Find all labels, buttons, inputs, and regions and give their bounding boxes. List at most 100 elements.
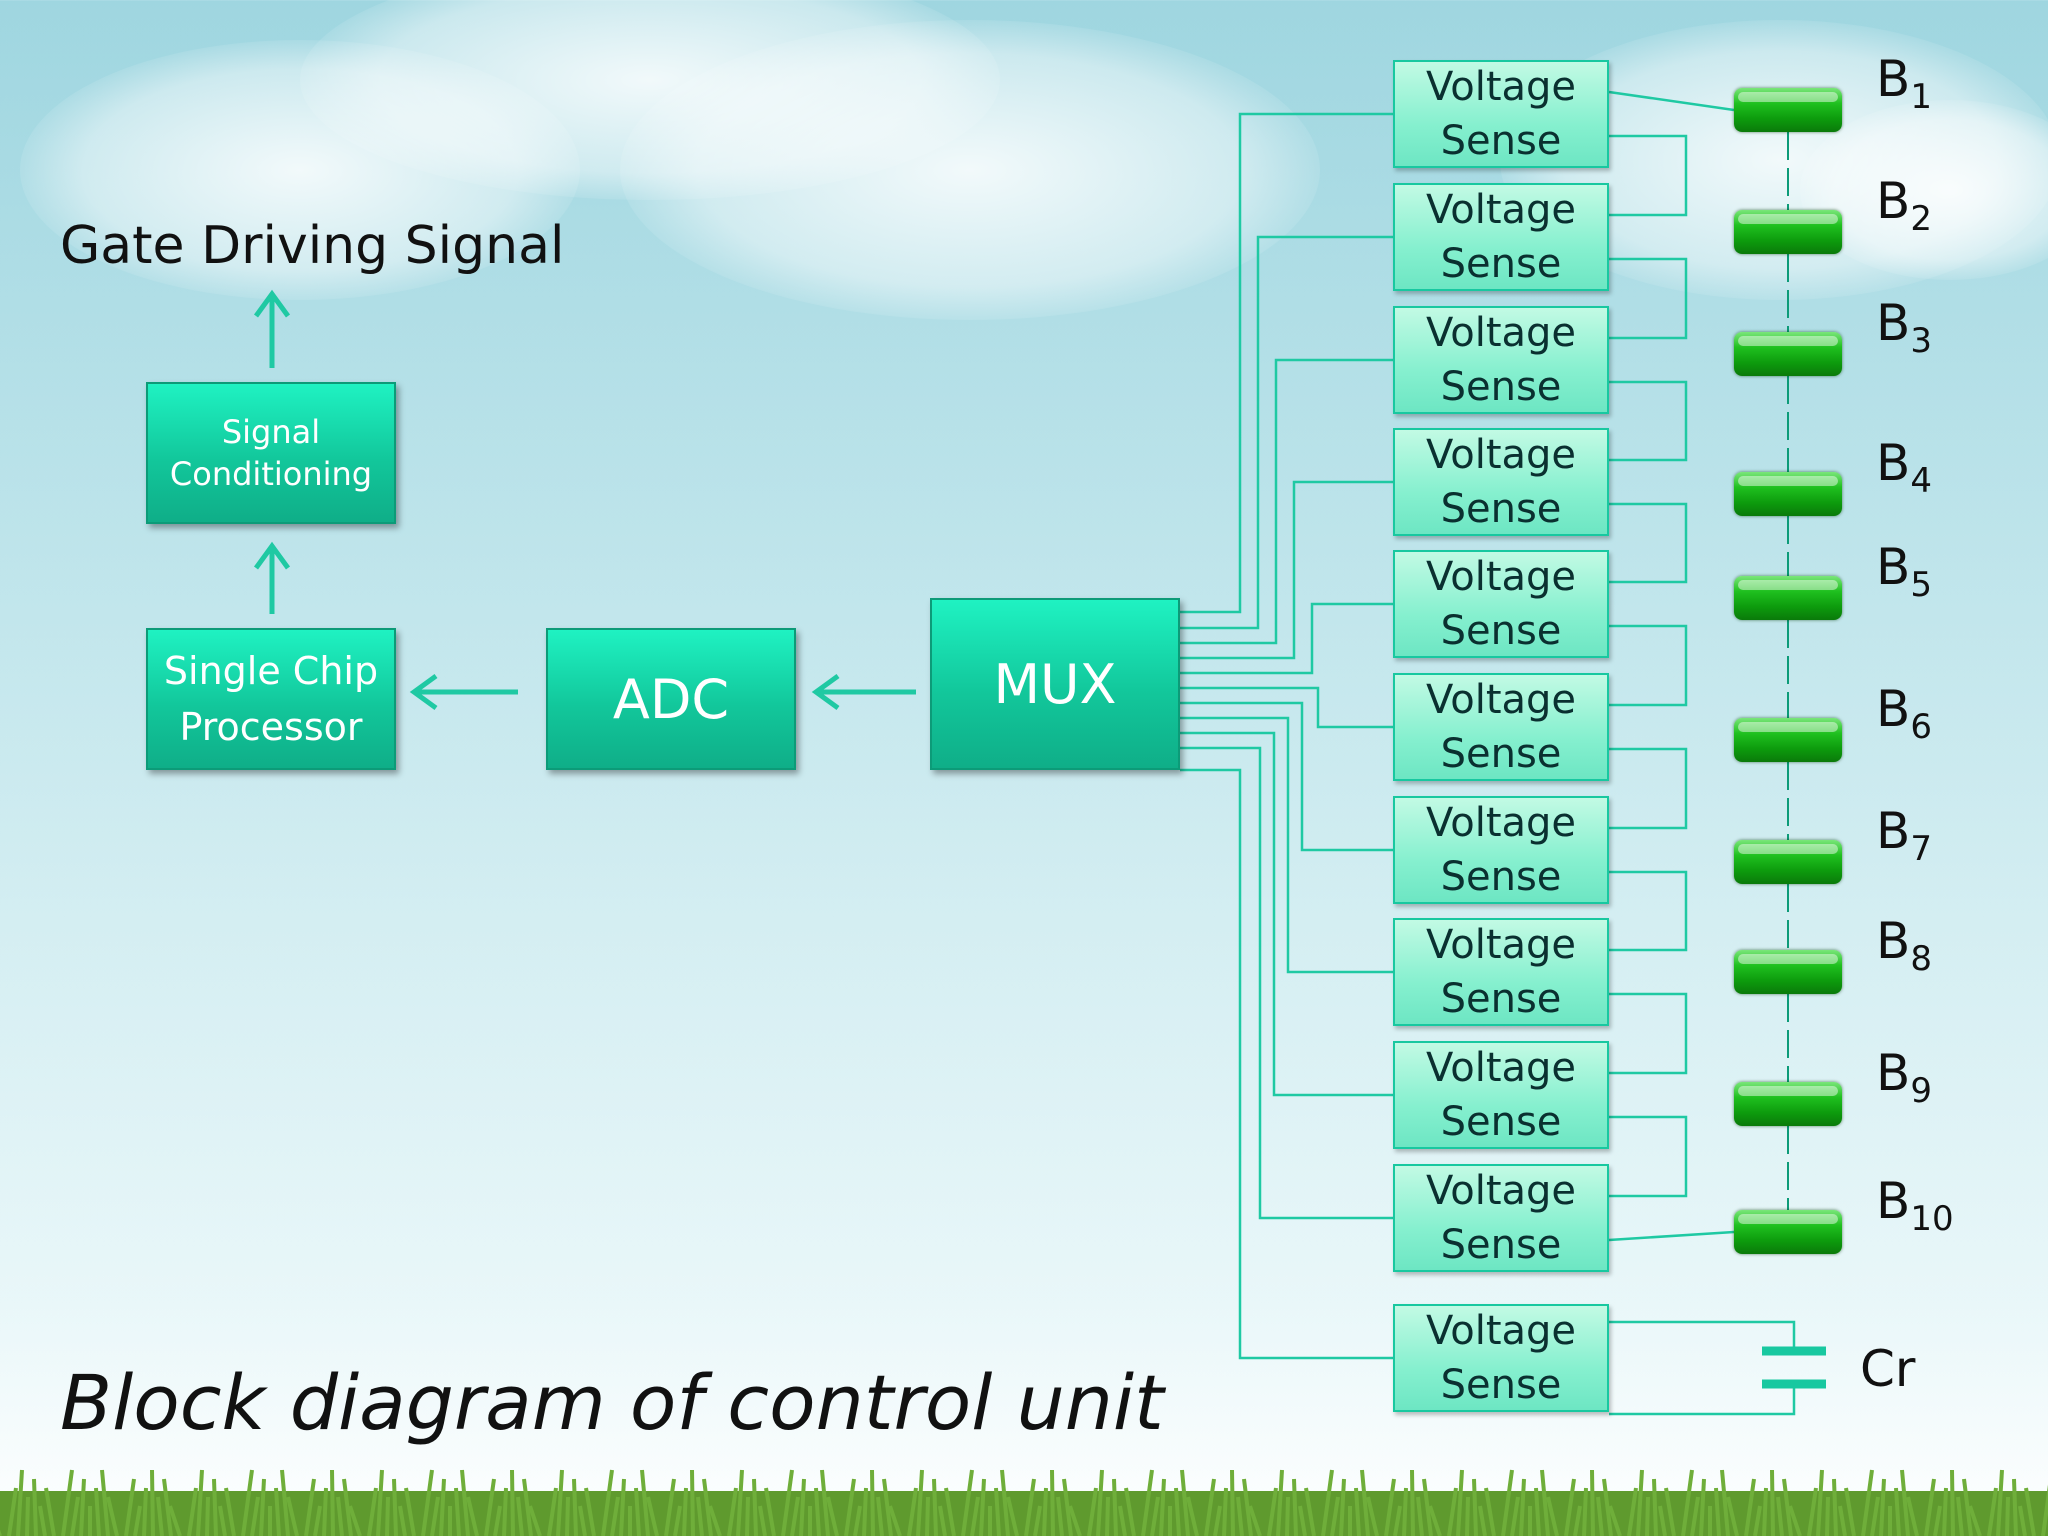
grass-blade <box>454 1487 461 1536</box>
grass-blade <box>528 1505 542 1536</box>
sense-to-battery-wire <box>1608 90 1735 112</box>
grass-blade <box>1292 1478 1298 1536</box>
grass-blade <box>1894 1487 1901 1536</box>
voltage-sense-line2: Sense <box>1440 1362 1562 1408</box>
grass-blade <box>348 1505 362 1536</box>
grass-blade <box>1304 1487 1316 1536</box>
grass-blade <box>212 1478 218 1536</box>
voltage-sense-line2: Sense <box>1440 364 1562 410</box>
battery-label: B2 <box>1876 172 1932 239</box>
grass-blade <box>1410 1469 1415 1536</box>
grass-blade <box>1033 1505 1042 1536</box>
grass-blade <box>1690 1496 1700 1536</box>
grass-blade <box>1573 1505 1582 1536</box>
grass-decoration <box>0 1469 2048 1536</box>
battery-label-index: 8 <box>1910 939 1932 979</box>
grass-blade <box>1825 1496 1830 1536</box>
signal-conditioning-block: Signal Conditioning <box>146 382 396 524</box>
processor-line1: Single Chip <box>163 649 379 693</box>
grass-blade <box>1222 1487 1228 1536</box>
battery-label-index: 9 <box>1910 1071 1932 1111</box>
grass-blade <box>979 1478 986 1536</box>
grass-blade <box>1006 1496 1019 1536</box>
grass-blade <box>634 1487 641 1536</box>
grass-blade <box>32 1478 38 1536</box>
grass-blade <box>1112 1478 1118 1536</box>
grass-blade <box>313 1505 322 1536</box>
voltage-sense-line2: Sense <box>1440 1099 1562 1145</box>
grass-blade <box>1159 1478 1166 1536</box>
grass-blade <box>1519 1478 1526 1536</box>
grass-blade <box>330 1469 335 1536</box>
grass-blade <box>2005 1496 2010 1536</box>
adc-block: ADC <box>546 628 796 770</box>
grass-blade <box>25 1496 30 1536</box>
voltage-sense-line2: Sense <box>1440 854 1562 900</box>
battery-label: B4 <box>1876 434 1932 501</box>
mux-to-sense-wire <box>1180 746 1393 1220</box>
grass-blade <box>853 1505 862 1536</box>
mux-to-sense-wire <box>1180 716 1393 974</box>
grass-blade <box>376 1469 384 1536</box>
grass-blade <box>1636 1469 1644 1536</box>
grass-blade <box>664 1478 676 1536</box>
grass-blade <box>106 1496 119 1536</box>
grass-blade <box>708 1505 722 1536</box>
grass-blade <box>758 1505 767 1536</box>
grass-blade <box>882 1478 893 1536</box>
grass-blade <box>274 1487 281 1536</box>
grass-blade <box>844 1478 856 1536</box>
battery-label: B5 <box>1876 538 1932 605</box>
grass-blade <box>280 1469 290 1536</box>
battery-label-letter: B <box>1876 1172 1911 1230</box>
battery-label-index: 5 <box>1910 565 1932 605</box>
grass-blade <box>1124 1487 1136 1536</box>
arrow-conditioning-to-gate <box>253 289 291 368</box>
voltage-sense-line2: Sense <box>1440 976 1562 1022</box>
voltage-sense-line2: Sense <box>1440 1222 1562 1268</box>
battery-cell-icon <box>1734 576 1842 620</box>
battery-label-index: 3 <box>1910 321 1932 361</box>
grass-blade <box>1402 1487 1408 1536</box>
battery-cell-icon <box>1734 210 1842 254</box>
grass-blade <box>1540 1469 1550 1536</box>
grass-blade <box>888 1505 902 1536</box>
grass-blade <box>1627 1487 1638 1536</box>
grass-blade <box>1987 1487 1998 1536</box>
grass-blade <box>565 1496 570 1536</box>
gate-driving-signal-label: Gate Driving Signal <box>60 216 565 276</box>
grass-blade <box>367 1487 378 1536</box>
grass-blade <box>1180 1469 1190 1536</box>
battery-label-index: 4 <box>1910 461 1932 501</box>
grass-blade <box>1720 1469 1730 1536</box>
grass-blade <box>1230 1469 1235 1536</box>
voltage-sense-line1: Voltage <box>1425 1168 1577 1214</box>
grass-blade <box>421 1469 434 1536</box>
grass-blade <box>156 1496 164 1536</box>
grass-blade <box>94 1487 101 1536</box>
battery-label: B10 <box>1876 1172 1954 1239</box>
grass-blade <box>1762 1487 1768 1536</box>
grass-blade <box>601 1469 614 1536</box>
grass-blade <box>1118 1505 1127 1536</box>
grass-blade <box>938 1505 947 1536</box>
grass-blade <box>1906 1496 1919 1536</box>
grass-blade <box>100 1469 110 1536</box>
grass-blade <box>944 1487 956 1536</box>
grass-blade <box>61 1469 74 1536</box>
grass-blade <box>547 1487 558 1536</box>
grass-blade <box>702 1478 713 1536</box>
grass-blade <box>1699 1478 1706 1536</box>
grass-blade <box>133 1505 142 1536</box>
grass-blade <box>196 1469 204 1536</box>
grass-blade <box>1339 1478 1346 1536</box>
grass-blade <box>218 1505 227 1536</box>
grass-blade <box>522 1478 533 1536</box>
diagram-caption: Block diagram of control unit <box>60 1358 1164 1447</box>
arrow-mux-to-adc <box>811 673 916 711</box>
grass-blade <box>1456 1469 1464 1536</box>
signal-conditioning-line2: Conditioning <box>169 455 373 493</box>
